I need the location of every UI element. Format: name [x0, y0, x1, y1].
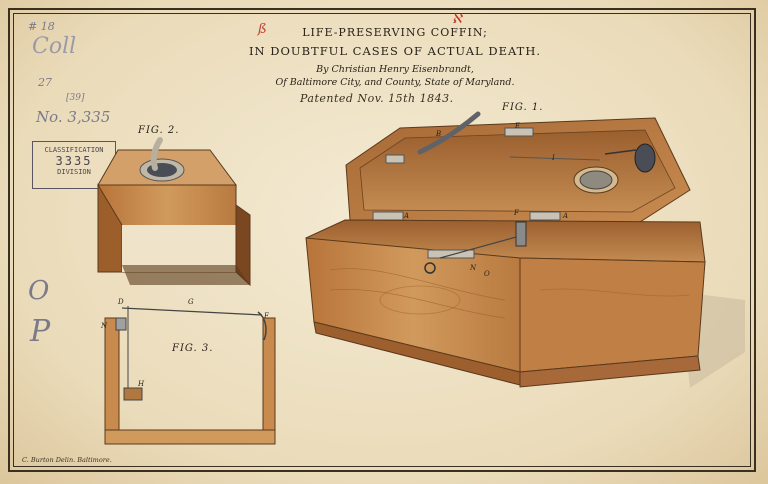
letter-n-fig3: N: [100, 322, 108, 330]
fig3-label: FIG. 3.: [172, 343, 214, 354]
title-line2: IN DOUBTFUL CASES OF ACTUAL DEATH.: [248, 44, 541, 58]
stamp-line1: CLASSIFICATION: [44, 146, 104, 154]
byline-line2: Of Baltimore City, and County, State of …: [275, 77, 515, 88]
fig2-label: FIG. 2.: [138, 125, 180, 136]
title-line1: LIFE-PRESERVING COFFIN;: [302, 26, 488, 39]
letter-i: I: [551, 154, 555, 162]
letter-b: B: [435, 130, 441, 138]
fig1-coffin-body: [305, 219, 745, 388]
letter-f-fig3: F: [263, 312, 270, 320]
border-inner: [13, 13, 751, 467]
letter-d: D: [117, 298, 124, 306]
handwritten-letter-p: P: [30, 314, 51, 349]
letter-a-left: A: [403, 212, 409, 220]
letter-h: H: [137, 380, 145, 388]
letter-e: E: [514, 122, 520, 130]
fig1-coffin-lid: [345, 111, 691, 223]
stamp-line3: DIVISION: [57, 168, 91, 176]
document-title: LIFE-PRESERVING COFFIN; IN DOUBTFUL CASE…: [230, 24, 560, 60]
handwritten-coll: Coll: [32, 34, 77, 59]
byline: By Christian Henry Eisenbrandt, Of Balti…: [220, 63, 570, 89]
border-outer: [8, 8, 756, 472]
letter-o: O: [484, 270, 490, 278]
patent-date: Patented Nov. 15th 1843.: [300, 92, 454, 105]
handwritten-number-top: # 18: [28, 20, 55, 33]
draftsman-credit: C. Burton Delin. Baltimore.: [22, 456, 112, 464]
fig3-section-frame: [104, 306, 276, 445]
letter-a-right: A: [562, 212, 568, 220]
handwritten-27: 27: [38, 76, 52, 89]
letter-g: G: [188, 298, 194, 306]
red-mark-right: ℵ: [452, 12, 462, 27]
red-mark-left: ß: [258, 22, 267, 37]
byline-line1: By Christian Henry Eisenbrandt,: [316, 64, 474, 75]
handwritten-patent-no: No. 3,335: [36, 108, 111, 126]
handwritten-letter-o: O: [28, 276, 50, 306]
stamp-number: 3335: [55, 154, 93, 168]
part-letters: B A A E F I N O D G F N H: [100, 122, 568, 388]
fig1-label: FIG. 1.: [502, 102, 544, 113]
letter-f: F: [513, 209, 520, 217]
bracket-39: [39]: [66, 93, 85, 103]
letter-n: N: [469, 264, 477, 272]
fig2-air-box: [97, 137, 251, 287]
